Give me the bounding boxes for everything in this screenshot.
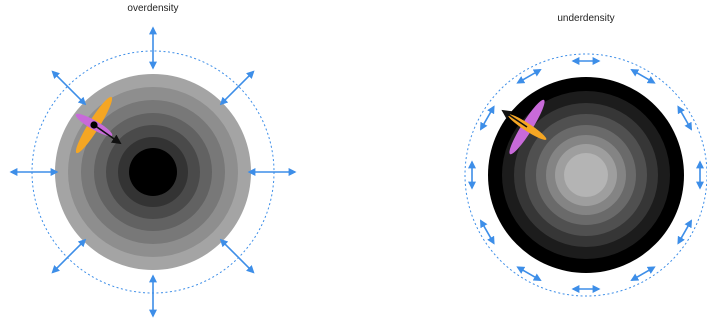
expansion-arrow-icon (53, 72, 86, 105)
tangential-arrow-icon (632, 70, 655, 83)
center-dot-icon (90, 121, 97, 128)
overdensity-label: overdensity (127, 3, 178, 14)
expansion-arrow-icon (221, 72, 254, 105)
underdensity-ring-8 (564, 153, 608, 197)
overdensity-ring-7 (129, 148, 177, 196)
underdensity-density-rings (488, 77, 684, 273)
underdensity-label: underdensity (557, 13, 614, 24)
expansion-arrow-icon (221, 240, 254, 273)
underdensity-panel: underdensity (465, 13, 707, 296)
tangential-arrow-icon (518, 70, 541, 83)
tangential-arrow-icon (678, 107, 691, 130)
tangential-arrow-icon (481, 107, 494, 130)
tangential-arrow-icon (518, 267, 541, 280)
tangential-arrow-icon (632, 267, 655, 280)
tangential-arrow-icon (678, 221, 691, 244)
overdensity-panel: overdensity (11, 3, 295, 316)
tangential-arrow-icon (481, 221, 494, 244)
expansion-arrow-icon (53, 240, 86, 273)
